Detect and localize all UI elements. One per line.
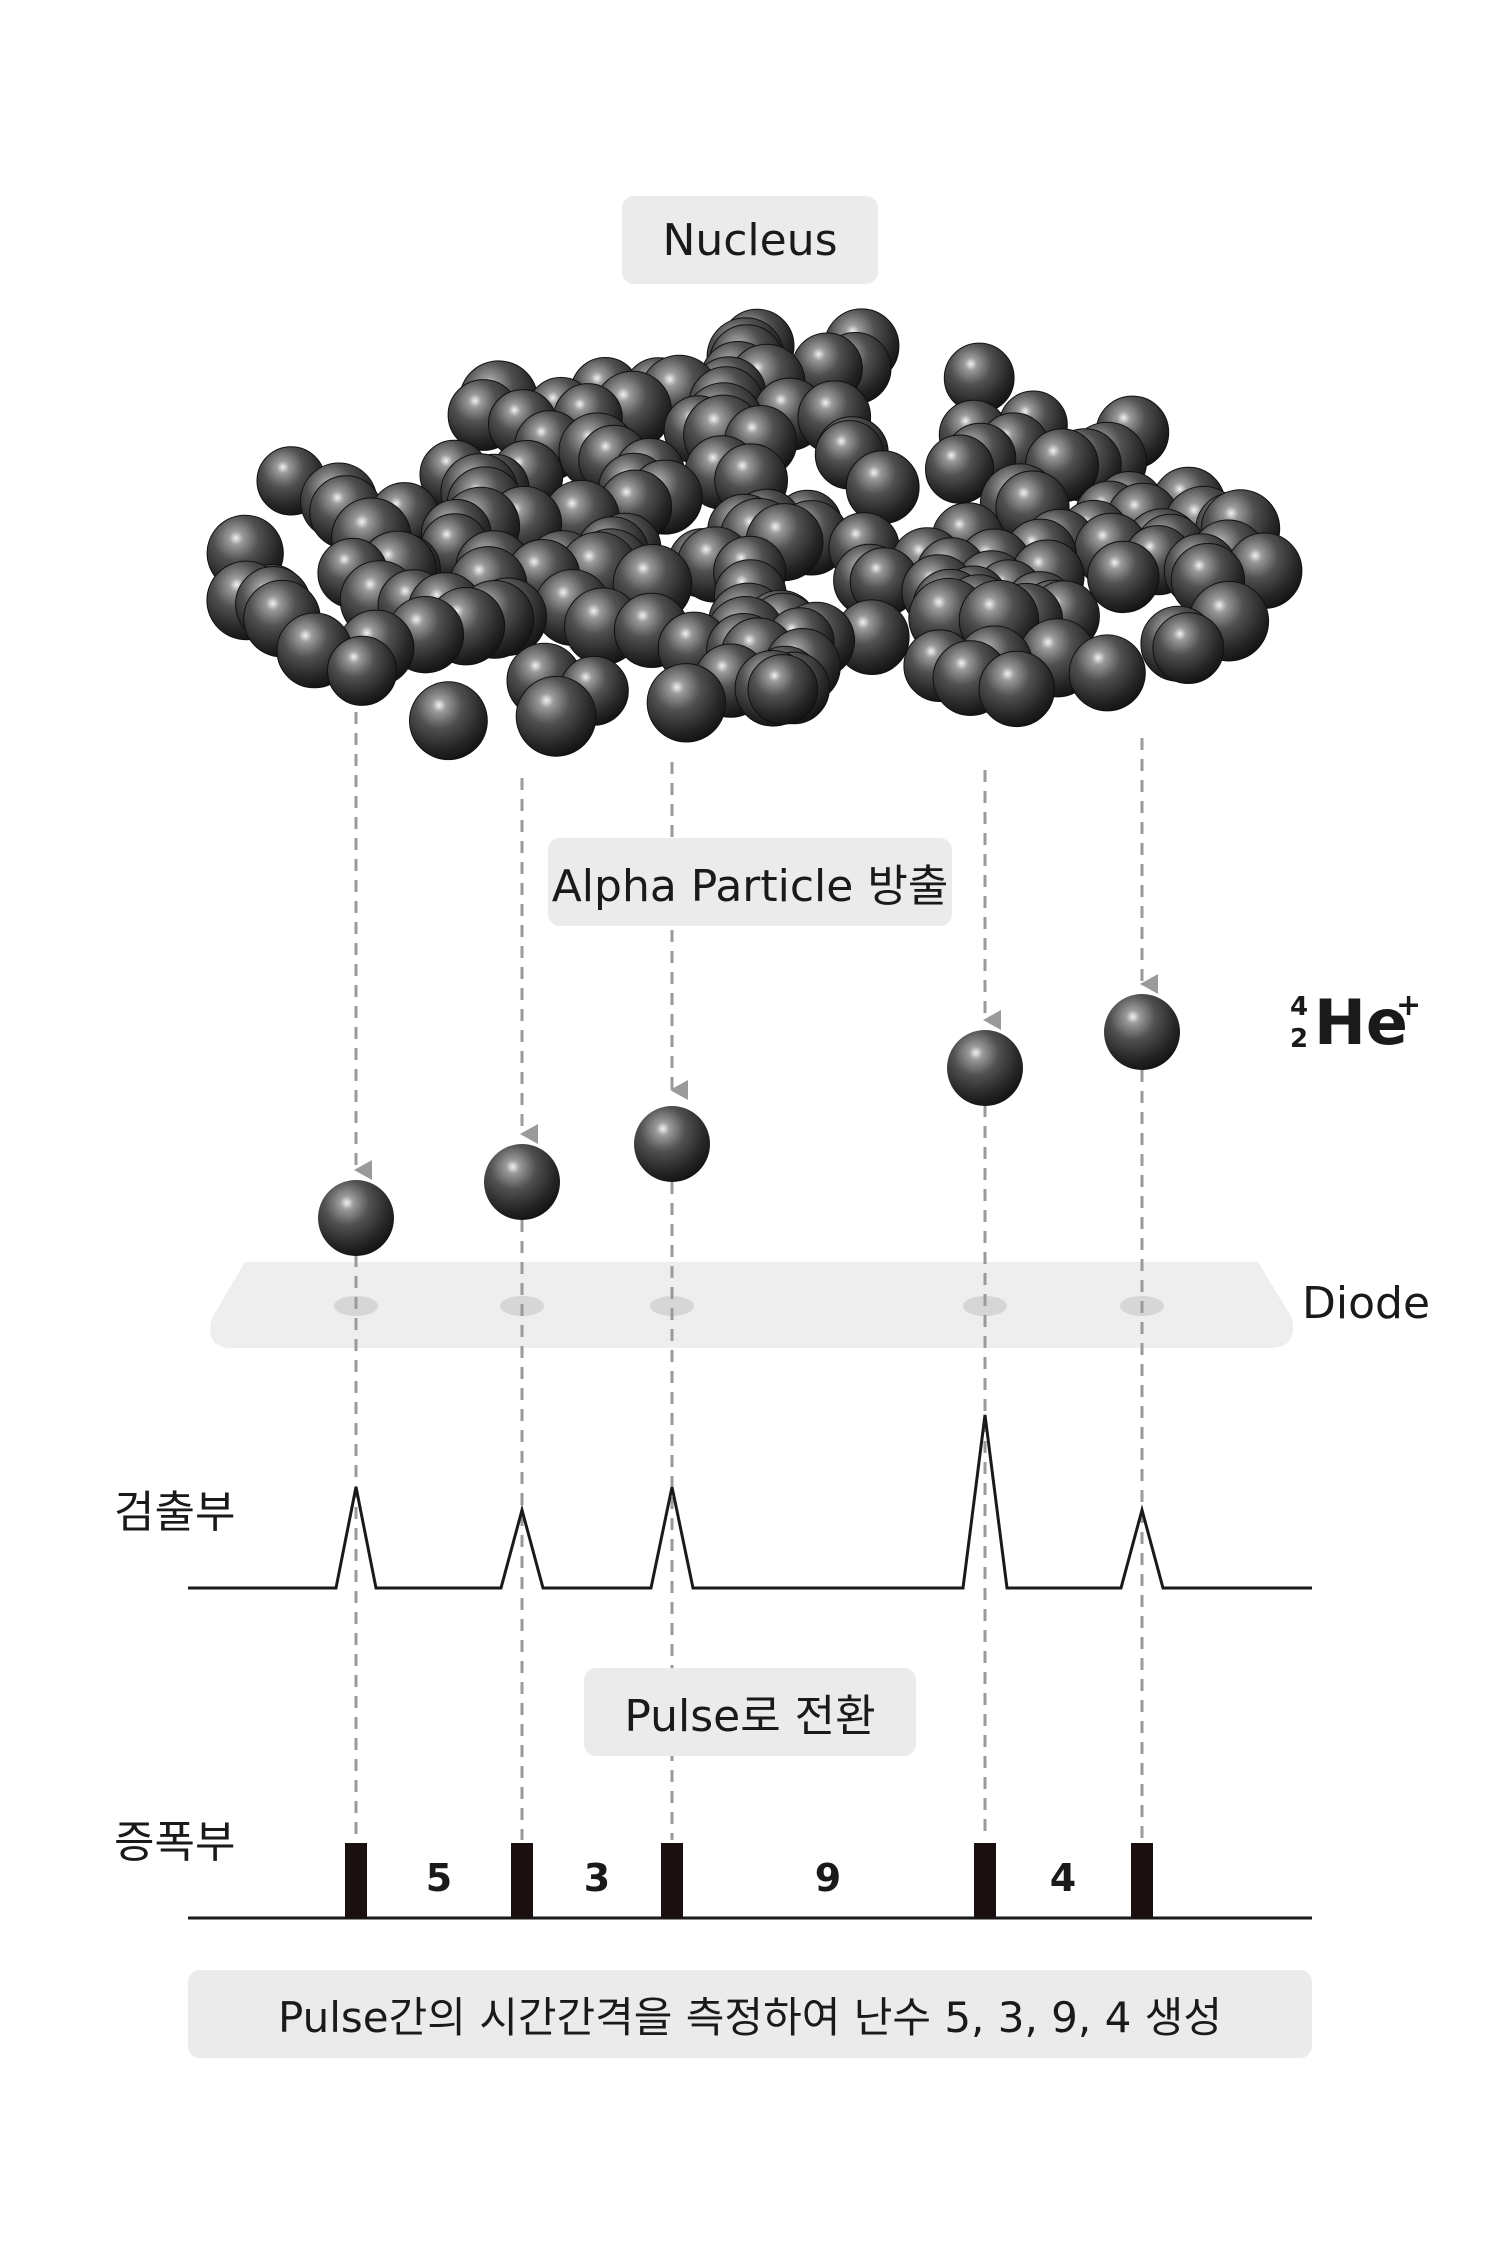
alpha-particles: [318, 994, 1180, 1256]
nucleon-sphere: [845, 450, 920, 525]
alpha-particle: [1104, 994, 1180, 1070]
diode-label: Diode: [1302, 1278, 1431, 1329]
nucleon-sphere: [409, 681, 488, 761]
impact-spot: [650, 1296, 694, 1316]
nucleus-title: Nucleus: [622, 196, 878, 284]
nucleus-cluster: [206, 308, 1303, 761]
element-symbol: He: [1314, 986, 1408, 1059]
detector-label: 검출부: [114, 1487, 236, 1538]
nucleon-sphere: [646, 663, 727, 743]
alpha-particle: [634, 1106, 710, 1182]
alpha-particle: [484, 1144, 560, 1220]
nucleon-sphere: [978, 650, 1055, 728]
emission-label: Alpha Particle 방출: [548, 838, 952, 926]
detector-waveform: [188, 1414, 1312, 1590]
nucleon-sphere: [747, 654, 819, 725]
pulse-bar: [345, 1843, 367, 1918]
ion-charge: +: [1396, 988, 1422, 1023]
atomic-number: 2: [1290, 1024, 1309, 1054]
nucleon-sphere: [327, 635, 398, 706]
pulse-bar: [661, 1843, 683, 1918]
nucleon-sphere: [1068, 634, 1146, 712]
amplifier-pulses: [345, 1843, 1153, 1918]
diode-plate: [210, 1262, 1294, 1348]
mass-number: 4: [1290, 992, 1309, 1022]
interval-value: 9: [814, 1856, 842, 1900]
pulse-bar: [974, 1843, 996, 1918]
convert-label: Pulse로 전환: [584, 1668, 916, 1756]
interval-value: 4: [1049, 1856, 1077, 1900]
emission-arrows: [354, 712, 1158, 1180]
interval-value: 5: [425, 1856, 453, 1900]
nucleon-sphere: [515, 675, 597, 757]
alpha-particle: [318, 1180, 394, 1256]
alpha-particle: [947, 1030, 1023, 1106]
interval-value: 3: [583, 1856, 611, 1900]
pulse-bar: [1131, 1843, 1153, 1918]
nucleon-sphere: [1152, 612, 1225, 684]
nucleon-sphere: [1087, 540, 1160, 614]
summary-banner: Pulse간의 시간간격을 측정하여 난수 5, 3, 9, 4 생성: [188, 1970, 1312, 2058]
pulse-bar: [511, 1843, 533, 1918]
amplifier-label: 증폭부: [114, 1817, 236, 1868]
